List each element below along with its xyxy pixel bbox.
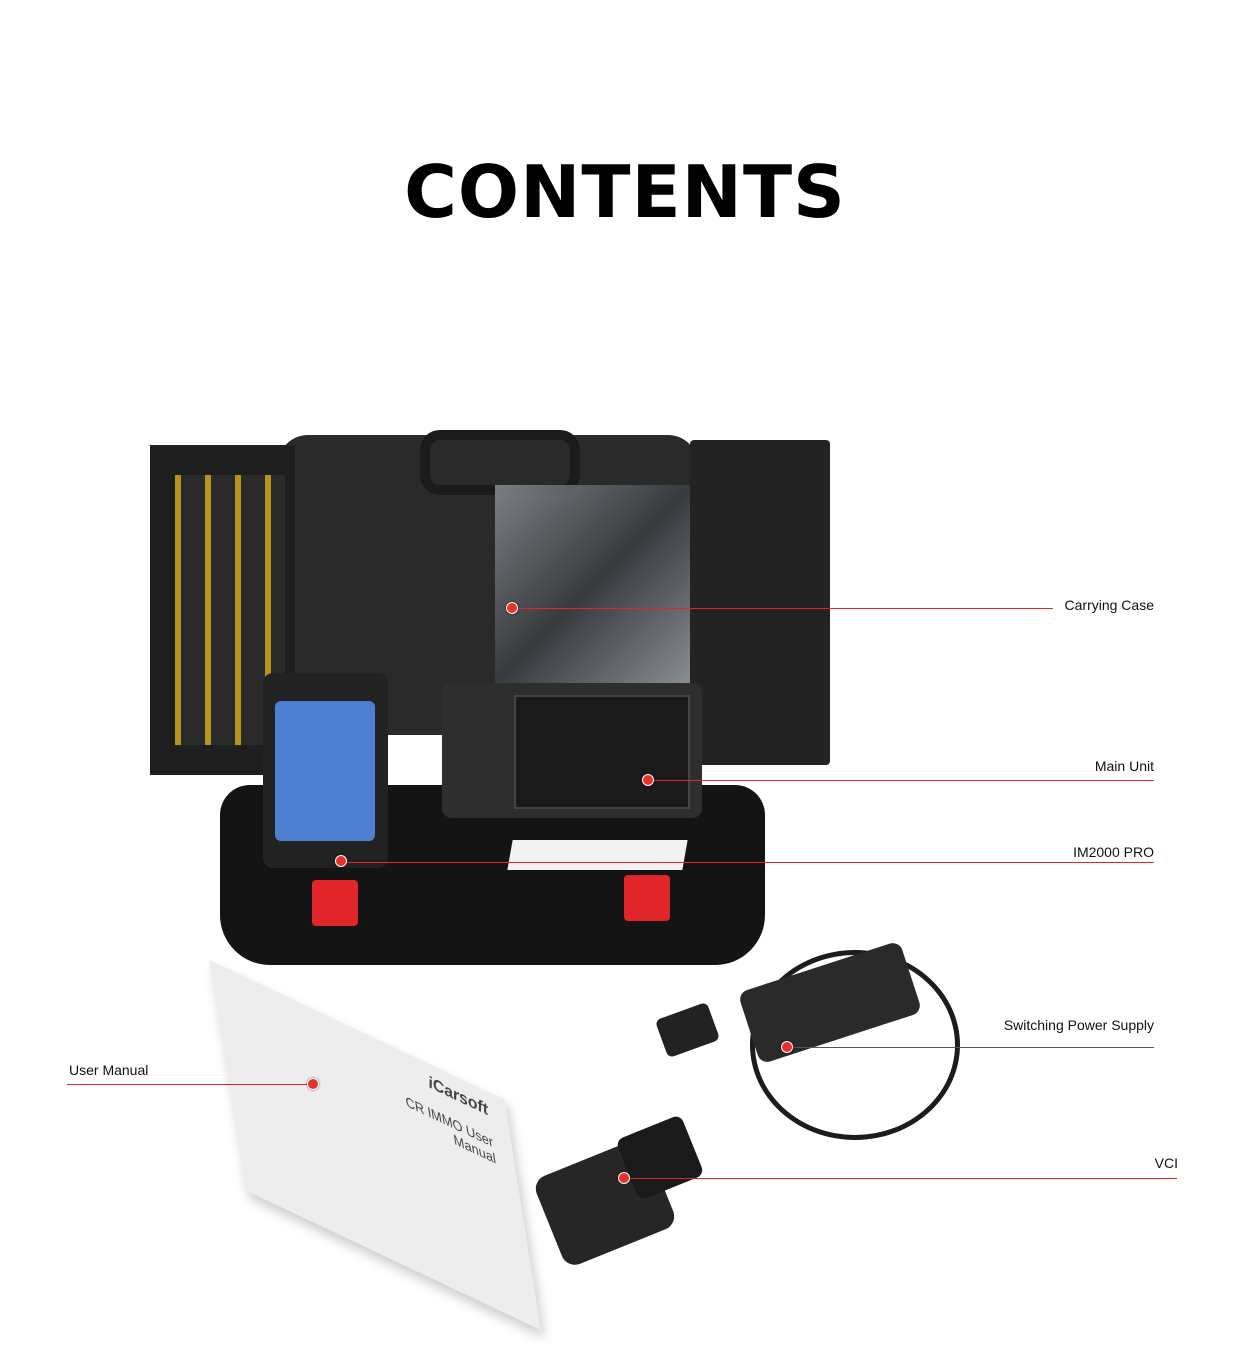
power-supply-image: [650, 925, 1020, 1140]
vci-image: [531, 1114, 705, 1270]
cable-bag: [495, 485, 690, 685]
main-unit-marker: [642, 774, 654, 786]
page-title: CONTENTS: [404, 150, 846, 234]
main-unit-label: Main Unit: [1094, 758, 1154, 774]
user-manual-image: iCarsoft CR IMMO User Manual: [209, 959, 541, 1331]
power-supply-label: Switching Power Supply: [1003, 1017, 1154, 1033]
carrying-case-label: Carrying Case: [1064, 597, 1154, 613]
latch-right: [624, 875, 670, 921]
vci-label: VCI: [1154, 1155, 1178, 1171]
user-manual-leader: [67, 1084, 313, 1085]
power-supply-marker: [781, 1041, 793, 1053]
user-manual-label: User Manual: [69, 1062, 149, 1078]
carrying-case-marker: [506, 602, 518, 614]
im2000-pro-label: IM2000 PRO: [1073, 844, 1154, 860]
manual-in-case: [507, 840, 688, 870]
im2000-pro-leader: [341, 862, 1154, 863]
latch-left: [312, 880, 358, 926]
cable-coil: [750, 950, 960, 1140]
im2000-pro-device: [263, 673, 388, 868]
carrying-case-image: [150, 425, 840, 970]
right-flap: [690, 440, 830, 765]
main-unit-tablet: [442, 683, 702, 818]
vci-leader: [624, 1178, 1177, 1179]
main-unit-leader: [648, 780, 1154, 781]
carrying-case-leader: [512, 608, 1053, 609]
tablet-screen: [514, 695, 690, 809]
im2000-panel: [275, 701, 375, 841]
vci-marker: [618, 1172, 630, 1184]
plug: [654, 1001, 721, 1059]
user-manual-marker: [307, 1078, 319, 1090]
power-supply-leader: [787, 1047, 1154, 1048]
im2000-pro-marker: [335, 855, 347, 867]
